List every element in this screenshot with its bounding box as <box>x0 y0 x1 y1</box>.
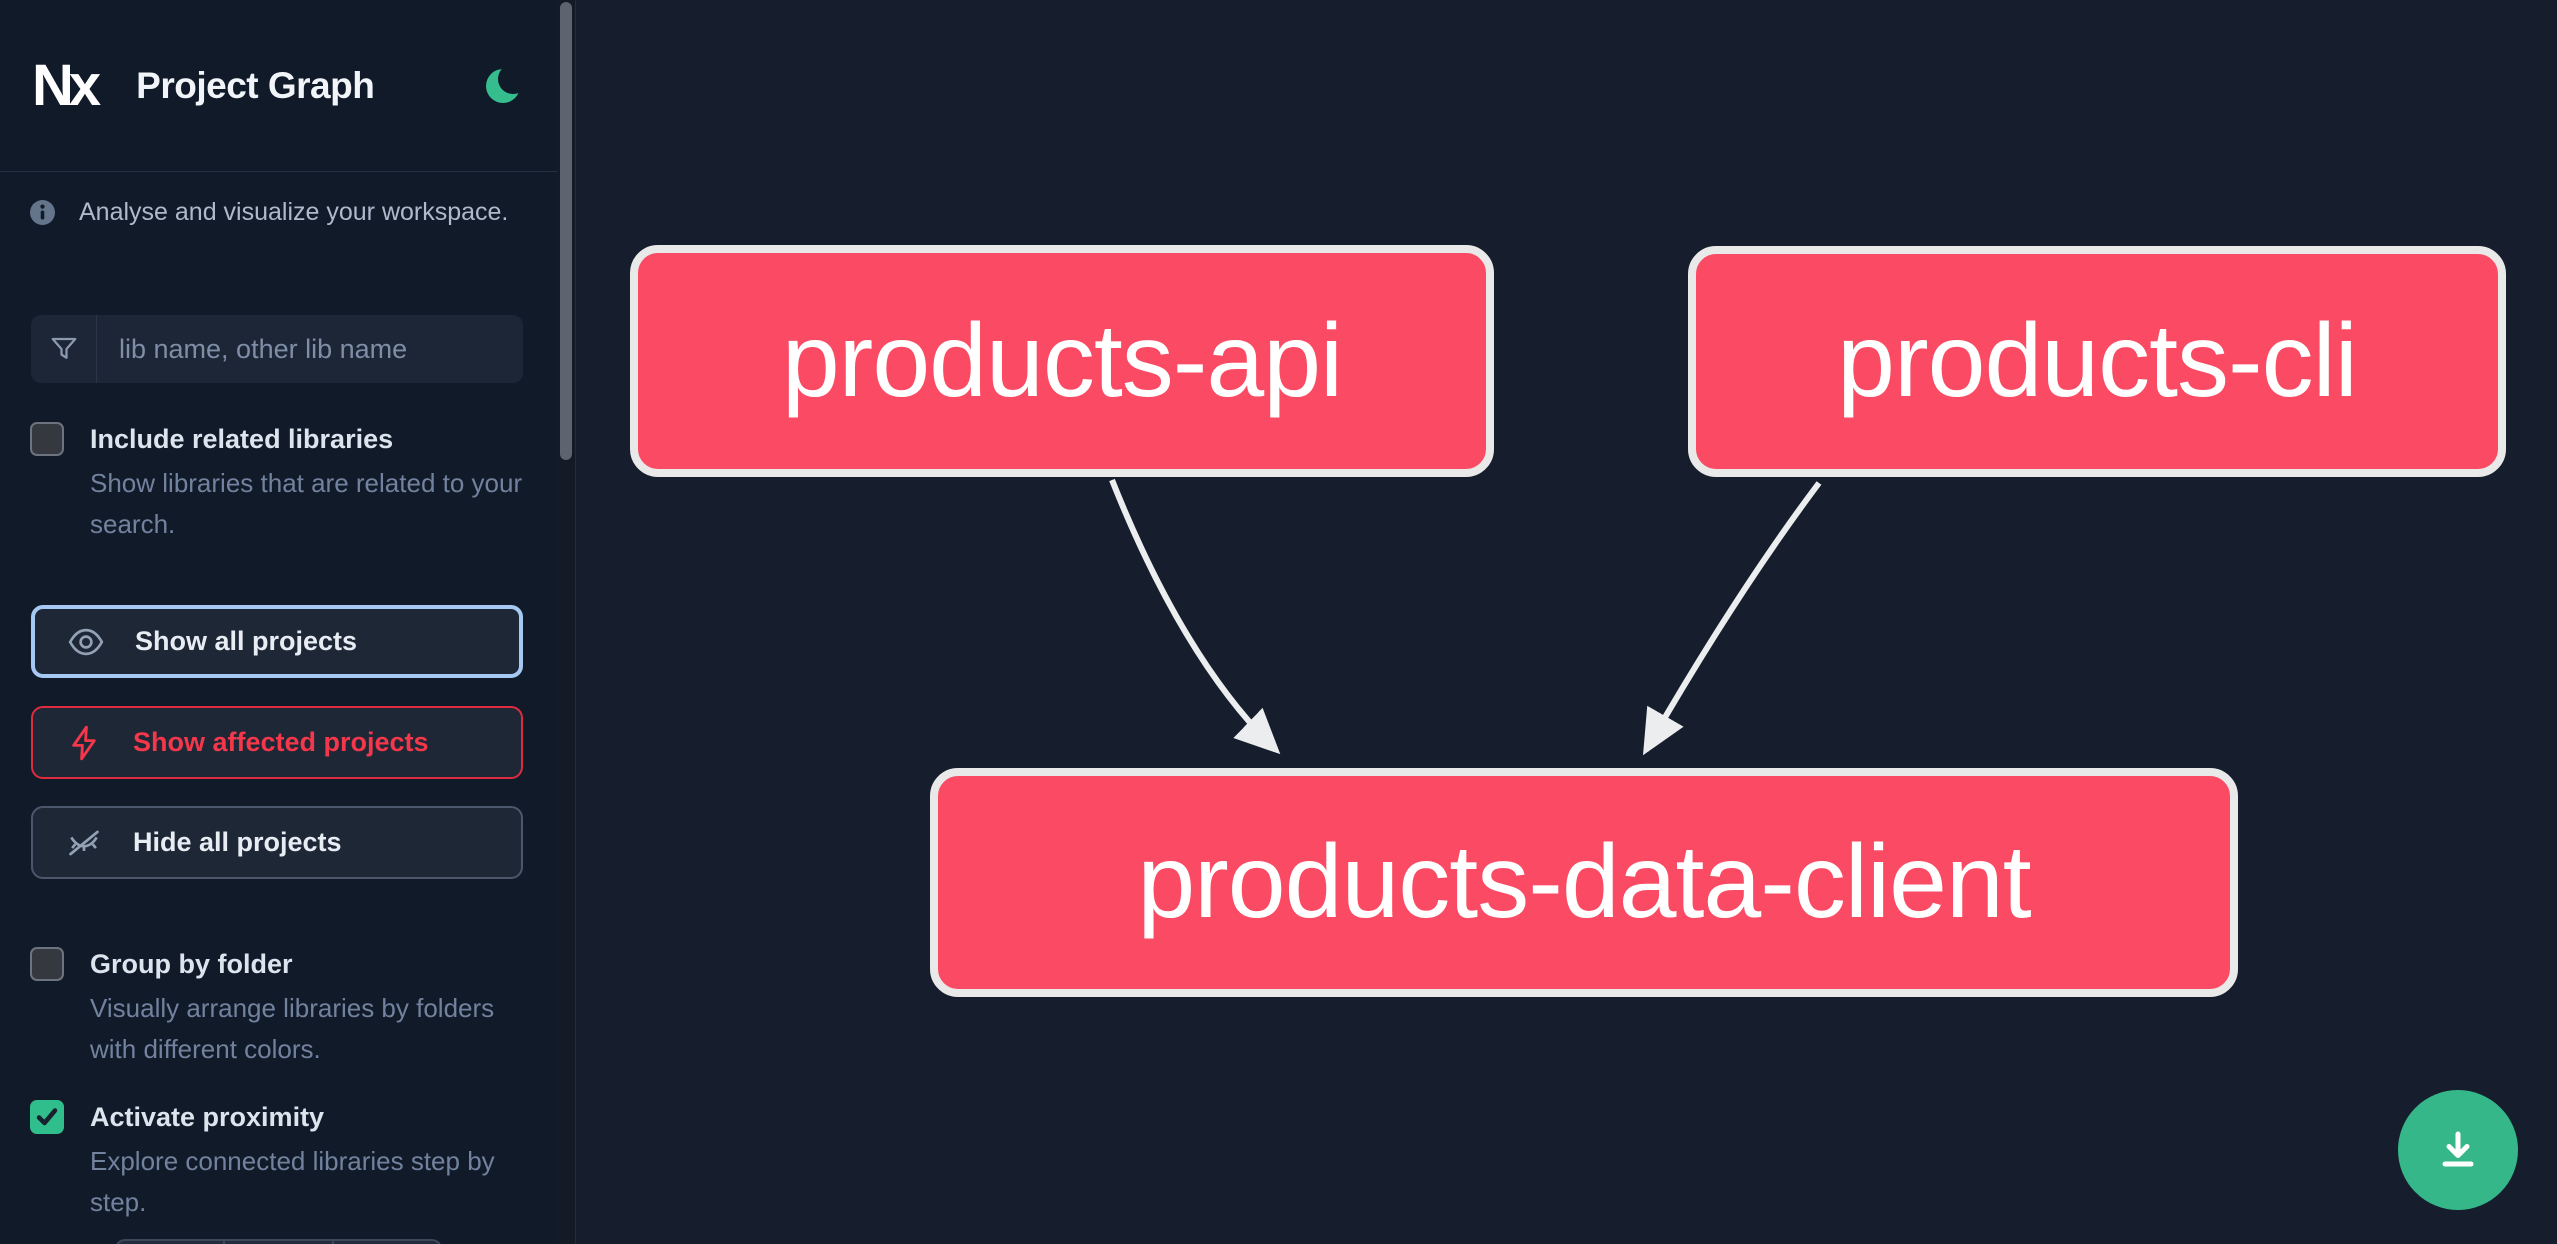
toggle-description: Show libraries that are related to your … <box>90 468 523 539</box>
sidebar-header: Nx Project Graph <box>0 0 557 172</box>
toggle-group-by-folder: Group by folder Visually arrange librari… <box>30 945 520 1070</box>
node-label: products-api <box>781 302 1343 419</box>
group-by-folder-checkbox[interactable] <box>30 947 64 981</box>
activate-proximity-checkbox[interactable] <box>30 1100 64 1134</box>
toggle-description: Visually arrange libraries by folders wi… <box>90 993 495 1064</box>
download-icon <box>2430 1122 2486 1178</box>
search-box <box>31 315 523 383</box>
stepper-segment[interactable] <box>223 1241 331 1244</box>
filter-funnel-icon <box>31 315 97 383</box>
edge-products-api-to-data-client <box>1109 478 1281 755</box>
moon-icon[interactable] <box>485 65 525 106</box>
workspace-info: Analyse and visualize your workspace. <box>30 198 533 227</box>
toggle-label[interactable]: Activate proximity <box>90 1102 325 1132</box>
node-label: products-cli <box>1837 303 2358 419</box>
nx-logo: Nx <box>32 52 101 118</box>
toggle-description: Explore connected libraries step by step… <box>90 1146 495 1217</box>
sidebar-scrollbar-track[interactable] <box>557 0 576 1244</box>
info-icon <box>30 200 55 225</box>
hide-all-projects-button[interactable]: Hide all projects <box>31 806 523 879</box>
project-node-products-cli[interactable]: products-cli <box>1688 246 2506 477</box>
action-label: Hide all projects <box>133 827 342 857</box>
dependency-edges <box>1109 478 1822 756</box>
stepper-segment[interactable] <box>331 1241 440 1244</box>
page-title: Project Graph <box>136 64 375 106</box>
download-image-button[interactable] <box>2398 1090 2518 1210</box>
eye-off-icon <box>65 824 103 862</box>
project-node-products-api[interactable]: products-api <box>630 245 1494 477</box>
search-input[interactable] <box>97 315 523 383</box>
checkmark-icon <box>34 1104 60 1130</box>
graph-canvas[interactable]: products-api products-cli products-data-… <box>576 0 2557 1244</box>
sidebar-scrollbar-thumb[interactable] <box>560 2 572 460</box>
proximity-stepper[interactable] <box>115 1239 442 1244</box>
info-text: Analyse and visualize your workspace. <box>79 198 509 226</box>
show-affected-projects-button[interactable]: Show affected projects <box>31 706 523 779</box>
bolt-icon <box>65 724 103 762</box>
show-all-projects-button[interactable]: Show all projects <box>31 605 523 678</box>
project-node-products-data-client[interactable]: products-data-client <box>930 768 2238 997</box>
toggle-include-related: Include related libraries Show libraries… <box>30 420 522 545</box>
action-label: Show all projects <box>135 626 358 656</box>
eye-icon <box>67 623 105 661</box>
toggle-activate-proximity: Activate proximity Explore connected lib… <box>30 1098 520 1223</box>
action-label: Show affected projects <box>133 727 429 757</box>
toggle-label[interactable]: Group by folder <box>90 949 293 979</box>
node-label: products-data-client <box>1137 824 2031 940</box>
include-related-checkbox[interactable] <box>30 422 64 456</box>
sidebar: Nx Project Graph Analyse and visualize y… <box>0 0 557 1244</box>
toggle-label[interactable]: Include related libraries <box>90 424 394 454</box>
edge-products-cli-to-data-client <box>1643 481 1822 756</box>
